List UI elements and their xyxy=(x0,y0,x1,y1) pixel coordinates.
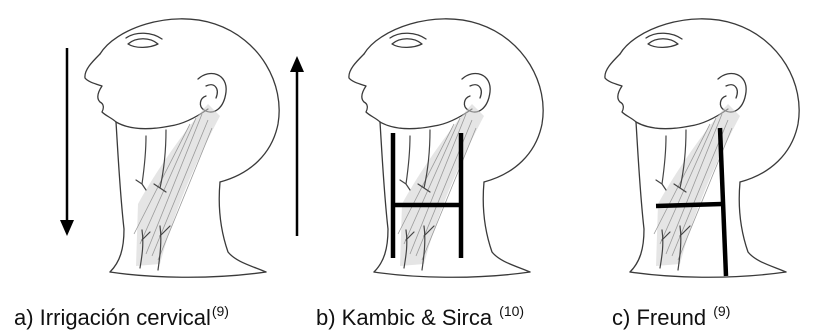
down-arrow-icon xyxy=(60,48,74,236)
panel-b-illustration xyxy=(349,19,543,277)
panel-a-illustration xyxy=(85,19,279,277)
caption-a: a) Irrigación cervical(9) xyxy=(14,296,229,333)
caption-c: c) Freund (9) xyxy=(612,296,730,333)
panel-c-illustration xyxy=(605,19,799,277)
caption-b: b) Kambic & Sirca (10) xyxy=(316,296,524,333)
up-arrow-icon xyxy=(290,56,304,236)
